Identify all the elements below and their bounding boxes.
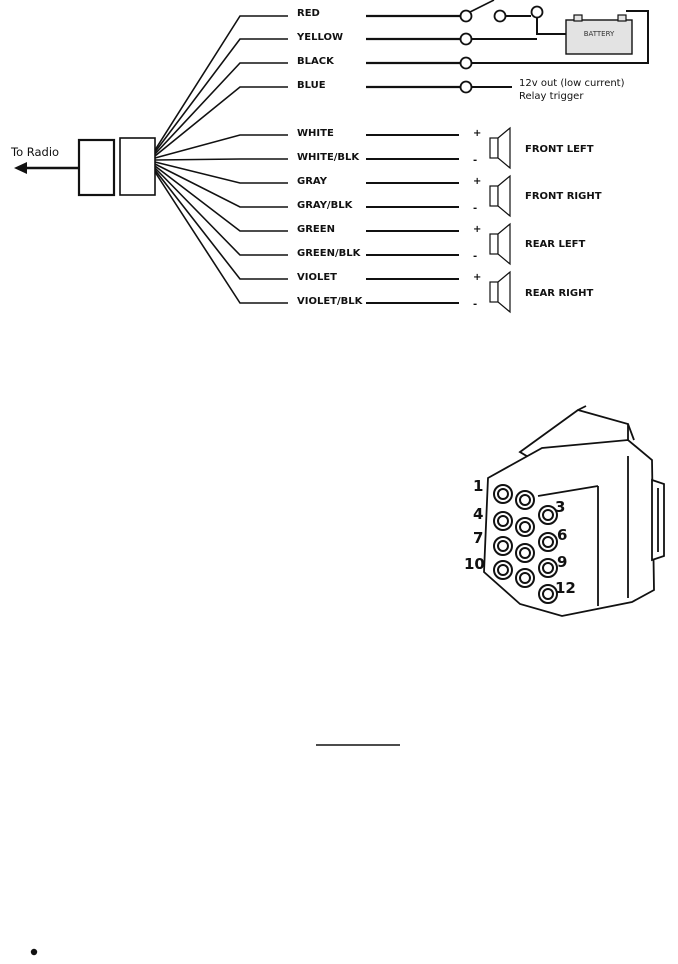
wire-label-gray: GRAY [297,176,328,187]
wire-label-white-blk: WHITE/BLK [297,152,360,163]
speaker-label-rear-left: REAR LEFT [525,239,585,250]
speaker-wires [366,135,459,303]
plus-sign: + [473,224,481,235]
arrow-left-icon [14,162,27,174]
minus-sign: - [473,203,477,214]
minus-sign: - [473,251,477,262]
wire-label-red: RED [297,8,320,19]
radio-connector: To Radio [10,138,155,195]
relay-note-line2: Relay trigger [519,91,584,102]
pin-number: 9 [557,553,567,571]
plus-sign: + [473,176,481,187]
speaker-icon [490,128,510,168]
wire-label-green: GREEN [297,224,335,235]
wire-label-violet: VIOLET [297,272,337,283]
wire-label-green-blk: GREEN/BLK [297,248,362,259]
speaker-label-front-right: FRONT RIGHT [525,191,602,202]
minus-sign: - [473,299,477,310]
speaker-label-rear-right: REAR RIGHT [525,288,593,299]
pin-number: 3 [555,498,565,516]
wire-fan [155,16,288,303]
battery-label: BATTERY [584,30,615,38]
pin-number: 12 [555,579,576,597]
plus-sign: + [473,272,481,283]
wire-label-gray-blk: GRAY/BLK [297,200,354,211]
relay-note-line1: 12v out (low current) [519,78,625,89]
polarity-marks: + - + - + - + - [473,128,481,310]
wire-label-blue: BLUE [297,80,326,91]
pin-number: 6 [557,526,567,544]
to-radio-label: To Radio [10,145,59,159]
speaker-label-front-left: FRONT LEFT [525,144,594,155]
speaker-icon [490,224,510,264]
minus-sign: - [473,155,477,166]
bullet-dot [31,949,37,955]
speaker-icon [490,176,510,216]
wire-label-white: WHITE [297,128,334,139]
wire-label-violet-blk: VIOLET/BLK [297,296,364,307]
wire-labels: RED YELLOW BLACK BLUE WHITE WHITE/BLK GR… [296,8,364,307]
pin-number: 7 [473,529,483,547]
pin-number: 4 [473,505,483,523]
wire-label-yellow: YELLOW [296,32,343,43]
battery-icon: BATTERY [566,15,632,54]
plus-sign: + [473,128,481,139]
pin-number: 1 [473,477,483,495]
wire-label-black: BLACK [297,56,335,67]
pin-number: 10 [464,555,485,573]
speaker-icon [490,272,510,312]
